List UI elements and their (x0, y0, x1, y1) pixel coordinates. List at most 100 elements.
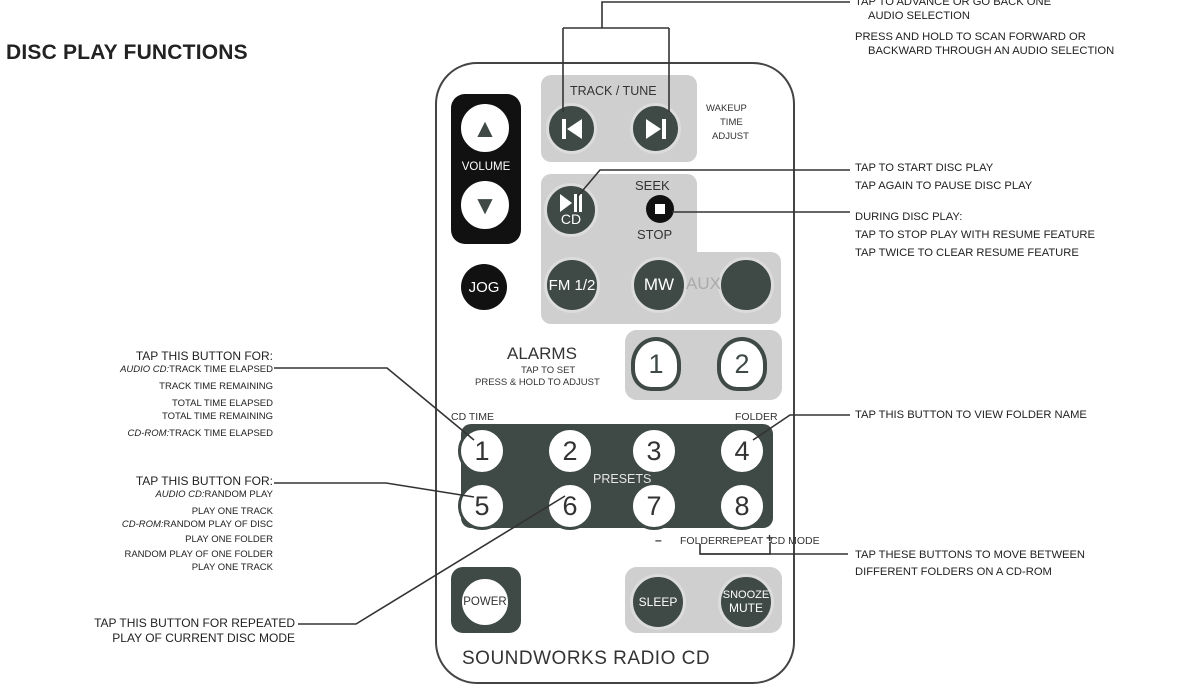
preset-5-label: 5 (474, 490, 490, 521)
preset-8-label: 8 (734, 490, 750, 521)
folder-minus-label: – (655, 533, 662, 547)
random-item-1: RANDOM PLAY (204, 489, 273, 500)
preset-4-label: 4 (734, 435, 750, 466)
cd-time-callout: TAP THIS BUTTON FOR: AUDIO CD:TRACK TIME… (120, 350, 273, 440)
play-pause-icon (560, 194, 582, 212)
snooze-mute-button[interactable]: SNOOZE MUTE (718, 574, 774, 630)
cd-time-item-2: TRACK TIME REMAINING (159, 381, 273, 392)
alarm-tap-label: TAP TO SET (521, 365, 576, 376)
alarm-1-button[interactable]: 1 (631, 337, 681, 391)
wakeup-label: WAKEUP (706, 103, 747, 114)
page-title: DISC PLAY FUNCTIONS (6, 41, 248, 64)
preset-4-button[interactable]: 4 (718, 427, 766, 475)
preset-2-button[interactable]: 2 (546, 427, 594, 475)
volume-down-button[interactable]: ▼ (458, 178, 512, 232)
stop-square-icon (655, 204, 665, 214)
stop-callout-line-3: TAP TWICE TO CLEAR RESUME FEATURE (855, 247, 1079, 259)
alarm-1-label: 1 (648, 348, 664, 379)
folder-word-label: FOLDER (680, 535, 723, 547)
snooze-label: SNOOZE (722, 589, 770, 601)
previous-track-button[interactable] (546, 103, 597, 154)
folder-plus-label: + (766, 531, 774, 545)
preset-3-button[interactable]: 3 (630, 427, 678, 475)
repeat-label: REPEAT (722, 535, 764, 547)
random-item-5: RANDOM PLAY OF ONE FOLDER (124, 549, 273, 560)
alarm-2-label: 2 (734, 348, 750, 379)
random-callout: TAP THIS BUTTON FOR: AUDIO CD:RANDOM PLA… (122, 475, 273, 574)
aux-button[interactable] (718, 257, 774, 313)
jog-button[interactable]: JOG (461, 264, 507, 310)
random-callout-rom: CD-ROM:RANDOM PLAY OF DISC (122, 518, 273, 531)
preset-7-button[interactable]: 7 (630, 482, 678, 530)
power-button[interactable]: POWER (459, 576, 511, 628)
random-item-2: PLAY ONE TRACK (191, 506, 273, 517)
track-callout-line-3: PRESS AND HOLD TO SCAN FORWARD OR (855, 31, 1086, 43)
mute-label: MUTE (729, 601, 763, 615)
sleep-button[interactable]: SLEEP (630, 574, 686, 630)
cd-time-callout-audio: AUDIO CD:TRACK TIME ELAPSED (120, 363, 273, 376)
play-callout-line-2: TAP AGAIN TO PAUSE DISC PLAY (855, 180, 1033, 192)
preset-3-label: 3 (646, 435, 662, 466)
cd-time-callout-rom: CD-ROM:TRACK TIME ELAPSED (120, 427, 273, 440)
cd-time-item-5: TRACK TIME ELAPSED (169, 428, 273, 439)
random-audio-cd-tag: AUDIO CD: (155, 489, 205, 500)
preset-7-label: 7 (646, 490, 662, 521)
folder-name-callout: TAP THIS BUTTON TO VIEW FOLDER NAME (855, 409, 1087, 421)
track-callout-line-1: TAP TO ADVANCE OR GO BACK ONE (855, 0, 1052, 8)
folders-callout-line-2: DIFFERENT FOLDERS ON A CD-ROM (855, 566, 1052, 578)
triangle-up-icon: ▲ (472, 113, 498, 143)
folder-label: FOLDER (735, 411, 778, 423)
track-callout-line-2: AUDIO SELECTION (868, 10, 970, 22)
cd-time-callout-head: TAP THIS BUTTON FOR: (135, 349, 273, 363)
play-callout-line-1: TAP TO START DISC PLAY (855, 162, 994, 174)
presets-label: PRESETS (593, 472, 652, 486)
brand-label: SOUNDWORKS RADIO CD (462, 648, 711, 669)
mw-label: MW (643, 275, 675, 294)
time-label: TIME (720, 117, 743, 128)
preset-1-label: 1 (474, 435, 490, 466)
repeat-callout-line-1: TAP THIS BUTTON FOR REPEATED (94, 616, 295, 630)
preset-2-label: 2 (562, 435, 578, 466)
stop-label: STOP (637, 227, 673, 242)
random-callout-audio: AUDIO CD:RANDOM PLAY (122, 488, 273, 501)
stop-callout-line-1: DURING DISC PLAY: (855, 211, 963, 223)
cd-rom-tag: CD-ROM: (127, 428, 170, 439)
skip-back-icon (561, 118, 582, 139)
cd-time-item-4: TOTAL TIME REMAINING (161, 411, 273, 422)
preset-1-button[interactable]: 1 (458, 427, 506, 475)
cd-label: CD (560, 211, 582, 227)
mw-button[interactable]: MW (631, 257, 687, 313)
adjust-label: ADJUST (712, 131, 749, 142)
random-item-6: PLAY ONE TRACK (191, 562, 273, 573)
preset-8-button[interactable]: 8 (718, 482, 766, 530)
skip-forward-icon (645, 118, 666, 139)
cd-mode-label: CD MODE (770, 535, 820, 547)
power-label: POWER (463, 596, 507, 608)
preset-5-button[interactable]: 5 (458, 482, 506, 530)
seek-label: SEEK (635, 178, 670, 193)
random-item-4: PLAY ONE FOLDER (185, 534, 273, 545)
folders-callout-line-1: TAP THESE BUTTONS TO MOVE BETWEEN (855, 549, 1086, 561)
repeat-callout: TAP THIS BUTTON FOR REPEATED PLAY OF CUR… (94, 617, 295, 645)
fm-label: FM 1/2 (548, 276, 596, 294)
alarm-2-button[interactable]: 2 (717, 337, 767, 391)
triangle-down-icon: ▼ (472, 190, 498, 220)
audio-cd-tag: AUDIO CD: (120, 364, 170, 375)
alarm-hold-label: PRESS & HOLD TO ADJUST (475, 377, 600, 388)
next-track-button[interactable] (630, 103, 681, 154)
cd-time-item-3: TOTAL TIME ELAPSED (171, 398, 273, 409)
track-tune-label: TRACK / TUNE (570, 84, 657, 98)
stop-button[interactable] (646, 195, 674, 223)
fm-button[interactable]: FM 1/2 (544, 257, 600, 313)
stop-callout-line-2: TAP TO STOP PLAY WITH RESUME FEATURE (855, 229, 1095, 241)
random-callout-head: TAP THIS BUTTON FOR: (135, 474, 273, 488)
random-item-3: RANDOM PLAY OF DISC (163, 519, 273, 530)
volume-up-button[interactable]: ▲ (458, 101, 512, 155)
cd-time-item-1: TRACK TIME ELAPSED (169, 364, 273, 375)
preset-6-button[interactable]: 6 (546, 482, 594, 530)
track-callout-line-4: BACKWARD THROUGH AN AUDIO SELECTION (868, 45, 1115, 57)
random-cd-rom-tag: CD-ROM: (121, 519, 164, 530)
repeat-callout-line-2: PLAY OF CURRENT DISC MODE (112, 631, 295, 645)
play-pause-cd-button[interactable]: CD (544, 183, 598, 237)
aux-label: AUX (686, 274, 721, 293)
